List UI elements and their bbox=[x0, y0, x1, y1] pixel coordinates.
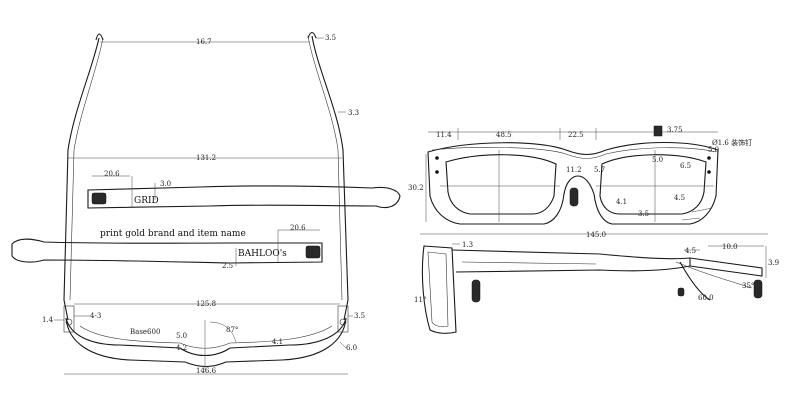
temple-length-label: 131.2 bbox=[196, 154, 216, 162]
hinge-left-angle-label: 4-3 bbox=[90, 312, 101, 320]
front-frame-top bbox=[63, 305, 349, 368]
bridge-label: 22.5 bbox=[568, 131, 584, 139]
lens-width-label: 48.5 bbox=[496, 131, 512, 139]
lower-arm-offset-label: 20.6 bbox=[290, 224, 306, 232]
tip-angle-label: 35° bbox=[742, 282, 754, 290]
rivet-icon bbox=[435, 170, 439, 174]
bridge-base-label: Base600 bbox=[130, 328, 160, 336]
front-view: 11.4 48.5 22.5 3.75 Ø1.6 装饰钉 5.0 30.2 11… bbox=[408, 125, 779, 334]
inner-d-label: 4.1 bbox=[616, 198, 627, 206]
end-piece-label: 11.4 bbox=[436, 131, 452, 139]
upper-arm-offset-label: 20.6 bbox=[104, 170, 120, 178]
upper-arm-brand: GRID bbox=[134, 196, 159, 206]
nose-pad-icon bbox=[569, 187, 579, 207]
front-frame-outline bbox=[427, 142, 719, 225]
front-width-label: 125.8 bbox=[196, 300, 216, 308]
print-note: print gold brand and item name bbox=[100, 229, 246, 239]
logo-plate-icon bbox=[653, 125, 663, 137]
left-temple bbox=[63, 37, 100, 321]
bridge-height-a-label: 5.0 bbox=[176, 332, 187, 340]
rim-thickness-label: 4.1 bbox=[272, 338, 283, 346]
hinge-block-icon bbox=[91, 192, 107, 205]
side-length-label: 145.0 bbox=[586, 231, 606, 239]
side-view bbox=[421, 245, 763, 334]
lower-arm: 20.6 2.5 BAHLOO's bbox=[11, 224, 323, 270]
inner-f-label: 3.5 bbox=[638, 210, 649, 218]
top-view: 16.7 3.5 3.3 131.2 20.6 3.0 GRID print g… bbox=[11, 31, 401, 375]
end-thickness-label: 6.0 bbox=[346, 344, 357, 352]
pad-icon bbox=[677, 287, 685, 297]
rivet-note: Ø1.6 装饰钉 bbox=[712, 138, 752, 147]
left-lens bbox=[445, 154, 557, 215]
upper-arm-depth-label: 3.0 bbox=[160, 180, 171, 188]
tip-thickness-label: 3.5 bbox=[325, 34, 336, 42]
total-width-label: 146.6 bbox=[196, 367, 217, 375]
tip-offset-label: 4.5 bbox=[685, 247, 696, 255]
upper-arm: 20.6 3.0 GRID bbox=[87, 170, 401, 209]
hinge-block-icon bbox=[305, 245, 321, 259]
side-thickness-label: 3.3 bbox=[348, 109, 359, 117]
hinge-right-label: 3.5 bbox=[354, 312, 365, 320]
tip-thickness-label: 3.9 bbox=[768, 259, 779, 267]
inner-c-label: 6.5 bbox=[680, 162, 691, 170]
inner-b-label: 5.7 bbox=[594, 166, 605, 174]
rivet-offset-label: 5.0 bbox=[708, 146, 719, 154]
tip-pad-icon bbox=[753, 279, 763, 299]
front-angle-label: 11° bbox=[414, 296, 426, 304]
right-lens bbox=[599, 154, 707, 215]
inner-a-label: 5.0 bbox=[652, 156, 663, 164]
lower-arm-depth-label: 2.5 bbox=[222, 262, 233, 270]
lens-height-label: 30.2 bbox=[408, 184, 424, 192]
bridge-drop-label: 11.2 bbox=[566, 166, 582, 174]
nose-pad-icon bbox=[471, 279, 481, 303]
hinge-left-label: 1.4 bbox=[42, 316, 54, 324]
bridge-angle-label: 87° bbox=[226, 326, 238, 334]
rivet-icon bbox=[435, 156, 439, 160]
rivet-icon bbox=[707, 156, 711, 160]
inner-e-label: 4.5 bbox=[674, 194, 685, 202]
bridge-height-b-label: 4.2 bbox=[176, 344, 187, 352]
spread-label: 16.7 bbox=[196, 38, 212, 46]
right-temple bbox=[311, 35, 349, 321]
tip-radius-label: 60.0 bbox=[698, 294, 714, 302]
lower-arm-brand: BAHLOO's bbox=[238, 249, 287, 259]
side-thickness-label: 1.3 bbox=[462, 241, 473, 249]
tip-length-label: 10.0 bbox=[722, 243, 738, 251]
rivet-icon bbox=[707, 170, 711, 174]
logo-size-label: 3.75 bbox=[667, 126, 683, 134]
